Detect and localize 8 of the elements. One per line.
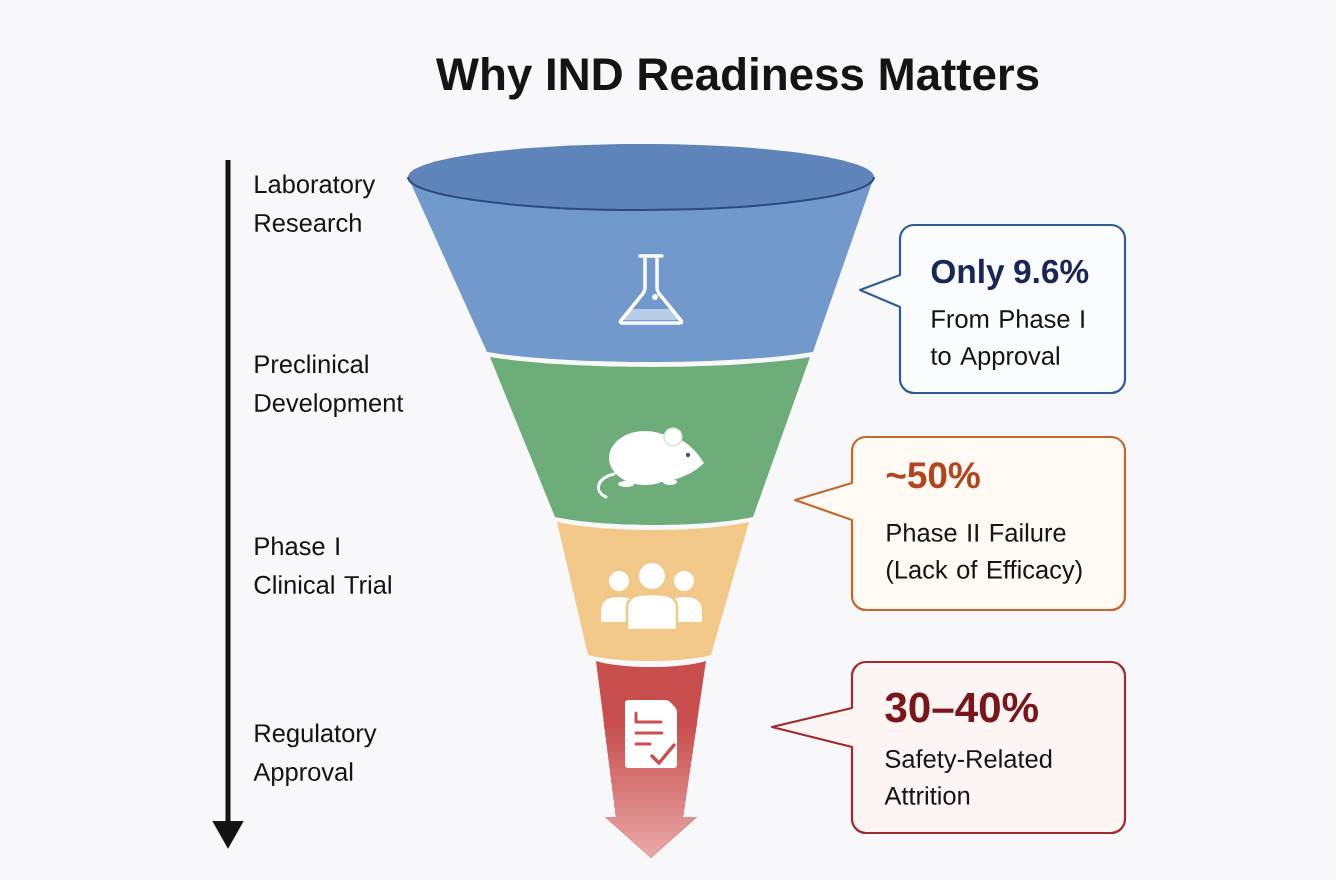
callout-box: Only 9.6% From Phase I to Approval xyxy=(858,223,1127,395)
stage-label: Laboratory Research xyxy=(255,174,376,232)
stage-label: Phase I Clinical Trial xyxy=(254,536,391,594)
callout-box: 30–40% Safety-Related Attrition xyxy=(770,660,1127,835)
title: Why IND Readiness Matters xyxy=(435,56,1039,100)
stage-label: Preclinical Development xyxy=(255,354,404,417)
callout-box: ~50% Phase II Failure (Lack of Efficacy) xyxy=(793,435,1127,612)
stage-label: Regulatory Approval xyxy=(253,723,377,786)
